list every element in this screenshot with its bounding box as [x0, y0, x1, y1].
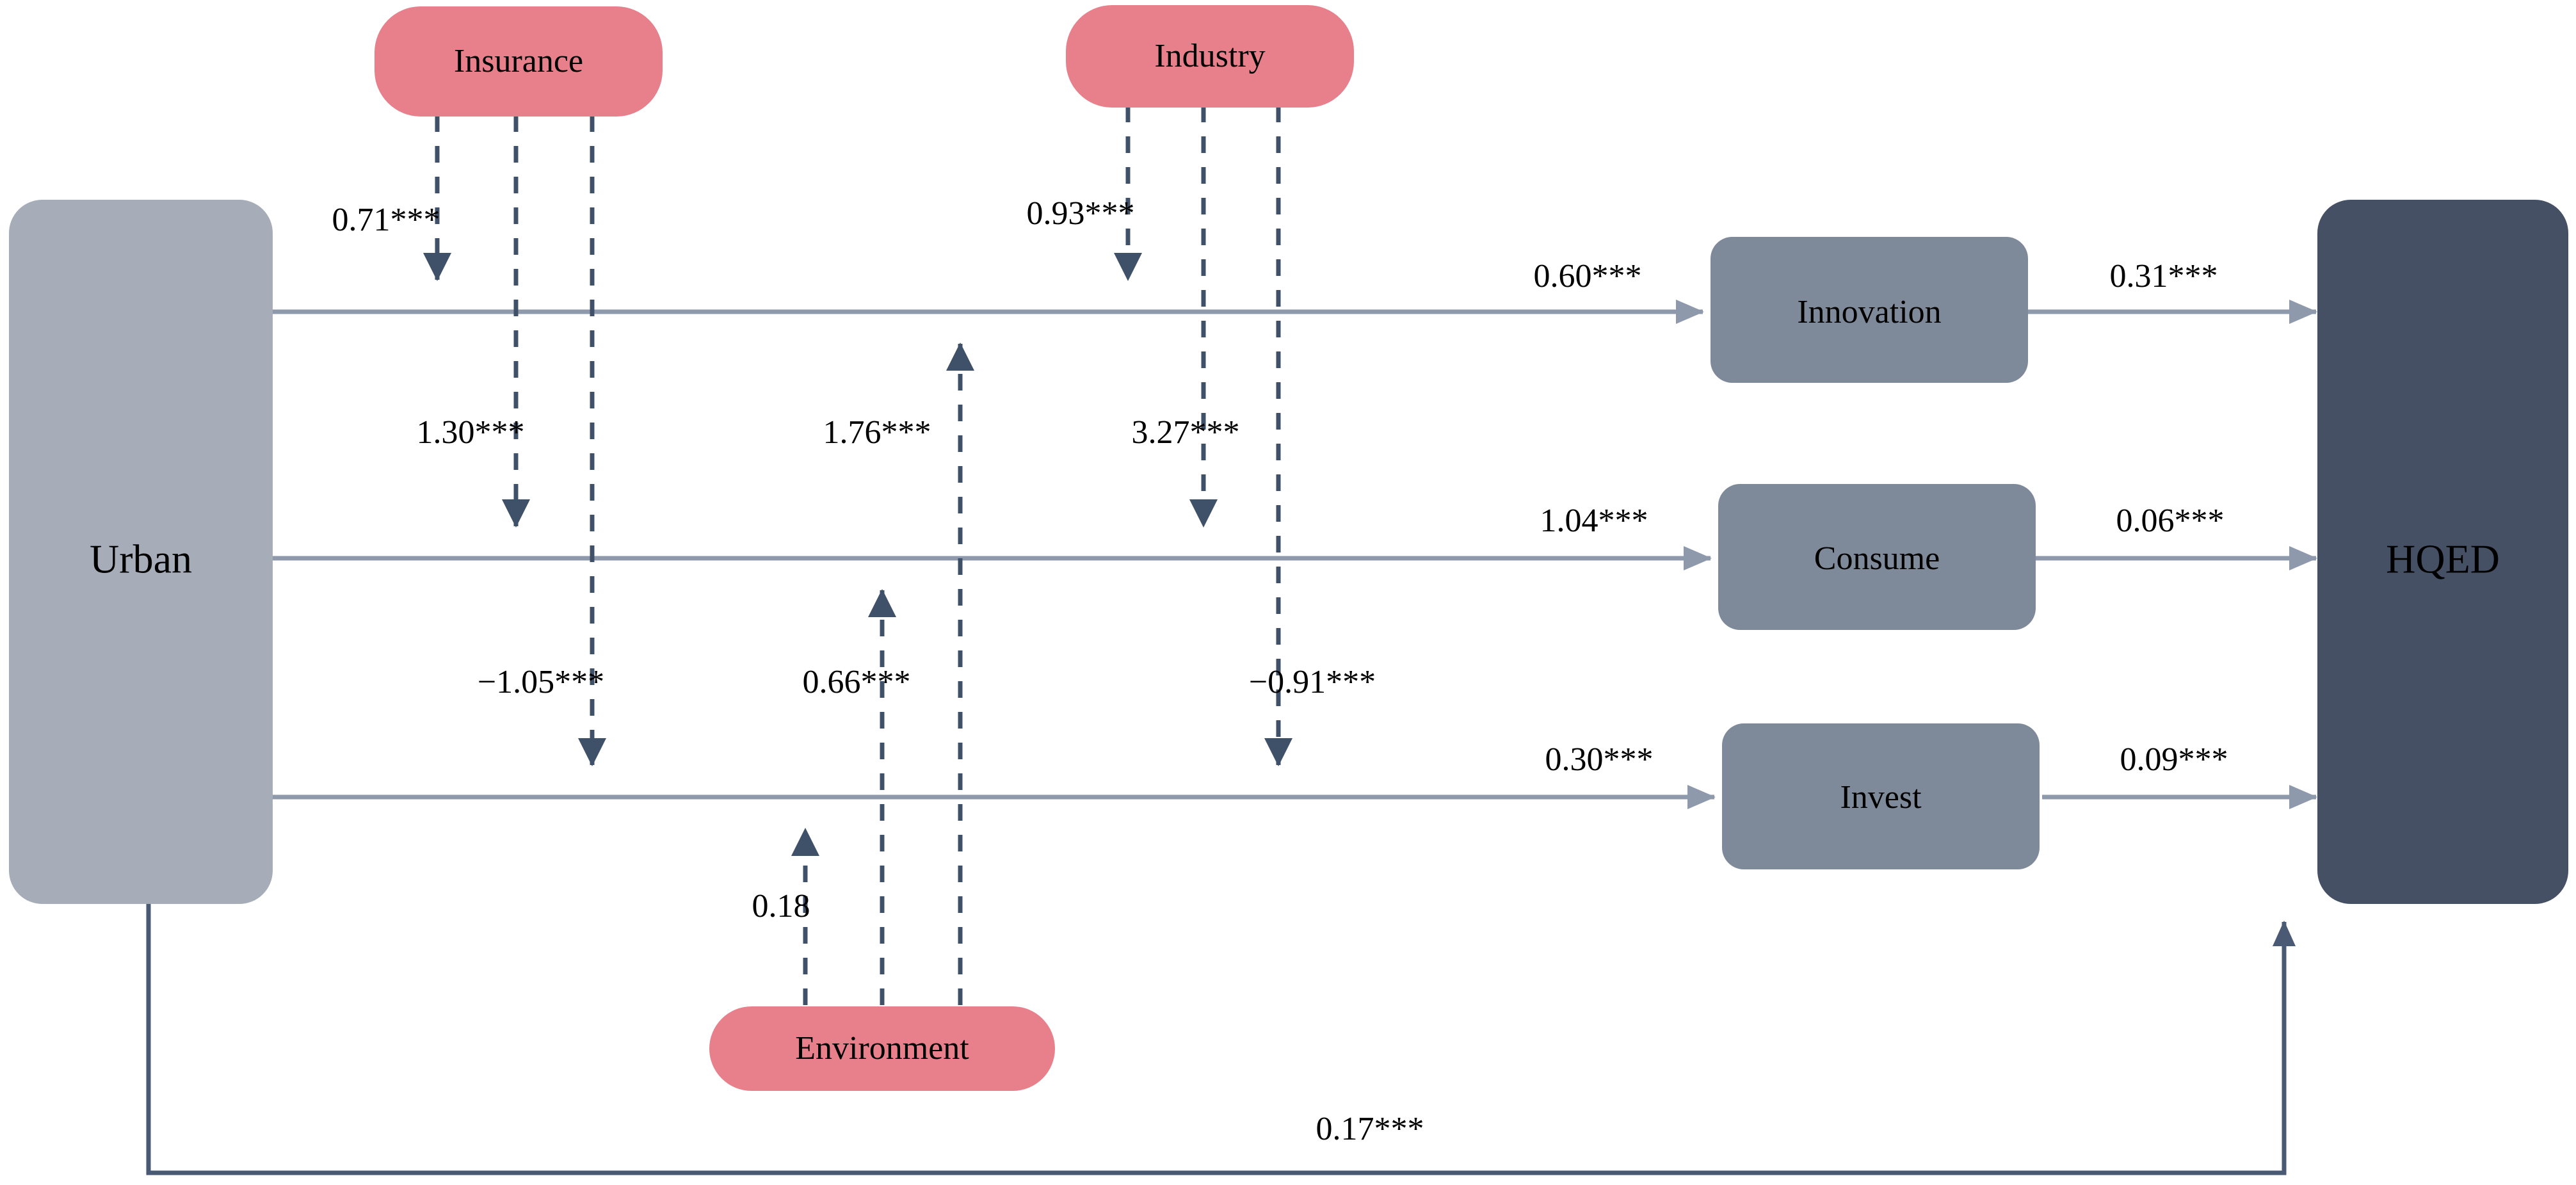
label-urban-to-invest: 0.30***	[1545, 741, 1654, 778]
node-industry-label: Industry	[1154, 38, 1265, 74]
label-insurance-on-innovation: 0.71***	[332, 202, 440, 238]
node-innovation[interactable]: Innovation	[1711, 237, 2028, 383]
label-industry-on-invest: −0.91***	[1249, 664, 1376, 700]
node-hqed[interactable]: HQED	[2317, 200, 2568, 904]
node-urban[interactable]: Urban	[9, 200, 273, 904]
label-urban-to-consume: 1.04***	[1540, 503, 1648, 539]
node-urban-label: Urban	[90, 536, 192, 582]
node-invest[interactable]: Invest	[1722, 723, 2040, 869]
node-innovation-label: Innovation	[1797, 294, 1941, 330]
node-insurance-label: Insurance	[454, 43, 583, 79]
label-environment-on-innovation: 1.76***	[823, 414, 931, 451]
insurance-moderation-group	[423, 115, 606, 766]
label-environment-on-consume: 0.66***	[803, 664, 911, 700]
node-insurance[interactable]: Insurance	[374, 6, 663, 117]
node-consume[interactable]: Consume	[1718, 484, 2036, 630]
label-innovation-to-hqed: 0.31***	[2110, 258, 2218, 294]
label-urban-to-innovation: 0.60***	[1534, 258, 1642, 294]
label-environment-on-invest: 0.18	[752, 888, 810, 924]
edge-label-group: 0.71*** 1.30*** −1.05*** 0.93*** 3.27***…	[332, 195, 2228, 1147]
node-environment-label: Environment	[795, 1030, 969, 1067]
environment-moderation-group	[791, 343, 974, 1005]
node-hqed-label: HQED	[2386, 536, 2500, 582]
path-urban-to-hqed-direct	[146, 904, 2296, 1175]
node-consume-label: Consume	[1814, 540, 1940, 577]
direct-path-group	[146, 904, 2296, 1175]
label-invest-to-hqed: 0.09***	[2120, 741, 2228, 778]
node-industry[interactable]: Industry	[1066, 5, 1354, 108]
label-urban-to-hqed-direct: 0.17***	[1316, 1111, 1424, 1147]
industry-moderation-group	[1114, 106, 1292, 766]
label-insurance-on-invest: −1.05***	[478, 664, 604, 700]
node-invest-label: Invest	[1840, 779, 1922, 816]
label-insurance-on-consume: 1.30***	[417, 414, 525, 451]
label-industry-on-innovation: 0.93***	[1027, 195, 1135, 232]
node-environment[interactable]: Environment	[709, 1006, 1055, 1091]
label-industry-on-consume: 3.27***	[1132, 414, 1240, 451]
label-consume-to-hqed: 0.06***	[2116, 503, 2225, 539]
solid-path-group	[273, 300, 2317, 809]
